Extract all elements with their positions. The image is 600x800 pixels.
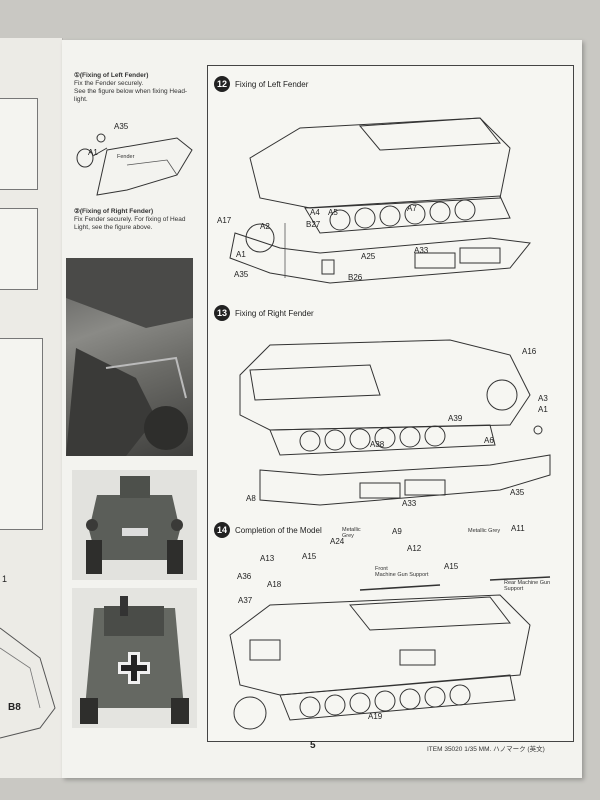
part-label: B26 [348, 273, 363, 282]
adjacent-page-drawing [0, 627, 56, 739]
step-12-number: 12 [214, 76, 230, 92]
part-label: A3 [538, 394, 548, 403]
step-14-drawing [229, 576, 551, 730]
step-12-header: 12 Fixing of Left Fender [214, 76, 308, 92]
step-13-drawing [239, 339, 551, 506]
left-fender-note-body: Fix the Fender securely. See the figure … [74, 80, 188, 103]
part-label: A16 [522, 347, 537, 356]
adjacent-page-label-b8: B8 [8, 702, 21, 713]
adjacent-page-label: 1 [2, 574, 8, 584]
adjacent-page-parts-box [0, 338, 43, 530]
right-fender-note-heading: ②(Fixing of Right Fender) [74, 208, 154, 215]
photo-top-view [72, 588, 197, 728]
fig-label-a1: A1 [88, 148, 98, 157]
part-label: A39 [448, 414, 463, 423]
photo-front-shapes [86, 476, 183, 574]
instruction-page: ①(Fixing of Left Fender) Fix the Fender … [62, 40, 582, 778]
adjacent-page-parts-box [0, 98, 38, 190]
right-fender-note: ②(Fixing of Right Fender) Fix Fender sec… [74, 208, 204, 232]
note-metallic-grey: Metallic Grey [342, 527, 361, 539]
photo-fender-closeup [66, 258, 193, 456]
step-12-drawing [229, 117, 531, 284]
photo-front-view [72, 470, 197, 580]
part-label: A35 [234, 270, 249, 279]
adjacent-page: 1 B8 [0, 38, 63, 778]
part-label: A36 [237, 572, 252, 581]
note-front-mg-support: Front Machine Gun Support [375, 566, 429, 578]
part-label: A33 [402, 499, 417, 508]
part-label: B27 [306, 220, 321, 229]
photo-top-shapes [80, 596, 189, 724]
headlight-figure [76, 133, 193, 196]
step-14-header: 14 Completion of the Model [214, 522, 322, 538]
part-label: A7 [407, 204, 417, 213]
step-13-title: Fixing of Right Fender [235, 308, 314, 318]
right-fender-note-body: Fix Fender securely. For fixing of Head … [74, 216, 186, 231]
page-number: 5 [310, 740, 316, 751]
part-label: A13 [260, 554, 275, 563]
part-label: A15 [302, 552, 317, 561]
part-label: A33 [414, 246, 429, 255]
part-label: A11 [511, 524, 525, 533]
part-label: A25 [361, 252, 376, 261]
fig-label-a35: A35 [114, 122, 129, 131]
part-label: A19 [368, 712, 383, 721]
step-14-number: 14 [214, 522, 230, 538]
part-label: A4 [310, 208, 320, 217]
step-13-number: 13 [214, 305, 230, 321]
part-label: A2 [260, 222, 270, 231]
step-12-title: Fixing of Left Fender [235, 79, 309, 89]
part-label: A17 [217, 216, 232, 225]
part-label: A8 [246, 494, 256, 503]
fig-label-fender: Fender [117, 154, 135, 160]
part-label: A1 [538, 405, 548, 414]
left-fender-note-heading: ①(Fixing of Left Fender) [74, 72, 149, 79]
part-label: A6 [484, 436, 494, 445]
part-label: A24 [330, 537, 345, 546]
part-label: A12 [407, 544, 422, 553]
step-14-title: Completion of the Model [235, 525, 322, 535]
adjacent-page-parts-box [0, 208, 38, 290]
part-label: A18 [267, 580, 282, 589]
note-metallic-grey-2: Metallic Grey [468, 528, 501, 534]
step-13-header: 13 Fixing of Right Fender [214, 305, 314, 321]
part-label: A37 [238, 596, 253, 605]
part-label: A38 [370, 440, 385, 449]
part-label: A15 [444, 562, 459, 571]
footer-item-code: ITEM 35020 1/35 MM. ハノマーク (英文) [427, 746, 545, 753]
part-label: A1 [236, 250, 246, 259]
photo-fender-shapes [66, 258, 193, 456]
part-label: A9 [392, 527, 402, 536]
part-label: A5 [328, 208, 338, 217]
note-rear-mg-support: Rear Machine Gun Support [504, 580, 551, 592]
left-fender-note: ①(Fixing of Left Fender) Fix the Fender … [74, 72, 204, 104]
part-label: A35 [510, 488, 525, 497]
